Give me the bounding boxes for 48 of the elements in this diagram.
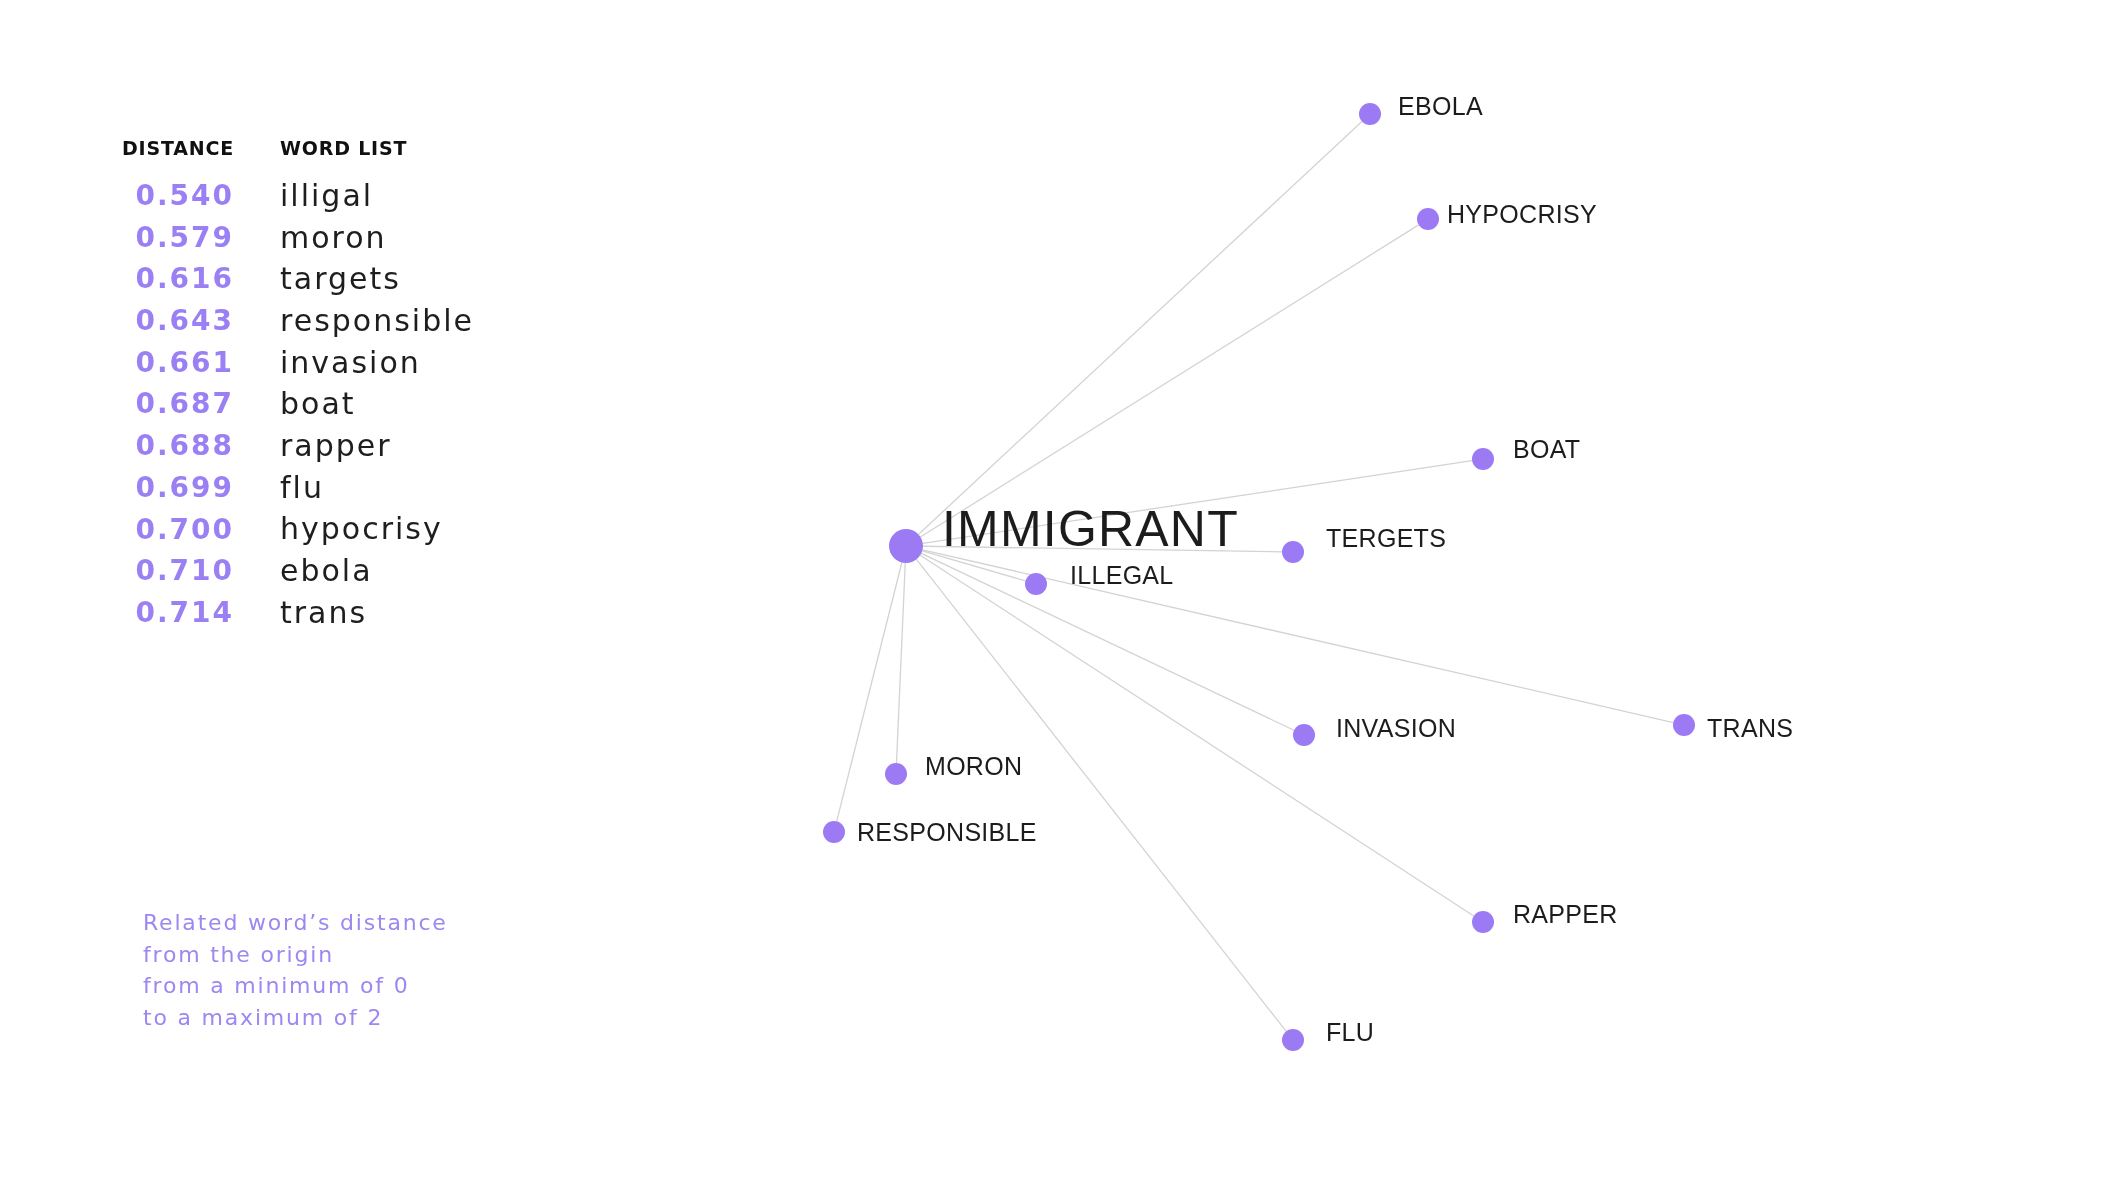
word-label: RESPONSIBLE [857, 819, 1037, 845]
word-label: FLU [1326, 1019, 1375, 1045]
connector-line [919, 554, 1475, 917]
connector-line [921, 550, 1027, 582]
connector-line [895, 562, 906, 764]
word-text: hypocrisy [280, 511, 443, 548]
word-text: targets [280, 261, 401, 298]
word-text: illigal [280, 177, 374, 214]
word-label: TRANS [1707, 715, 1794, 741]
word-label: TERGETS [1326, 525, 1447, 551]
connector-line [920, 552, 1295, 731]
distance-value: 0.699 [135, 470, 234, 505]
word-text: trans [280, 594, 368, 631]
distance-value: 0.616 [135, 262, 234, 296]
connector-line [922, 460, 1473, 545]
word-text: boat [280, 386, 356, 423]
note-text: from a minimum of 0 to a maximum of 2 [143, 972, 411, 1032]
word-label: BOAT [1513, 436, 1581, 462]
distance-value: 0.687 [135, 387, 234, 422]
word-text: rapper [280, 427, 392, 464]
distance-value: 0.710 [135, 554, 234, 588]
connector-line [919, 224, 1420, 538]
connector-line [915, 558, 1287, 1032]
word-label: ILLEGAL [1070, 562, 1174, 588]
connector-line [922, 545, 1283, 553]
distance-value: 0.688 [135, 429, 234, 463]
word-label: RAPPER [1513, 901, 1618, 927]
distance-value: 0.540 [135, 179, 234, 213]
word-label: INVASION [1336, 715, 1456, 741]
word-label: HYPOCRISY [1447, 201, 1597, 227]
connector-line [921, 549, 1674, 724]
connector-line [836, 561, 903, 822]
word-text: moron [280, 219, 387, 256]
word-text: flu [280, 469, 324, 506]
word-text: responsible [280, 302, 474, 339]
word-text: ebola [280, 553, 373, 590]
word-text: invasion [280, 344, 421, 381]
distance-value: 0.700 [135, 512, 234, 547]
word-label: EBOLA [1398, 93, 1483, 119]
column-heading: DISTANCE [122, 136, 234, 160]
word-label: MORON [925, 753, 1023, 779]
distance-value: 0.579 [135, 220, 234, 255]
origin-word-label: IMMIGRANT [942, 504, 1239, 554]
distance-value: 0.714 [135, 595, 234, 630]
distance-value: 0.661 [135, 345, 234, 380]
distance-value: 0.643 [135, 304, 234, 338]
column-heading: WORD LIST [280, 136, 408, 160]
connector-line [917, 120, 1363, 536]
